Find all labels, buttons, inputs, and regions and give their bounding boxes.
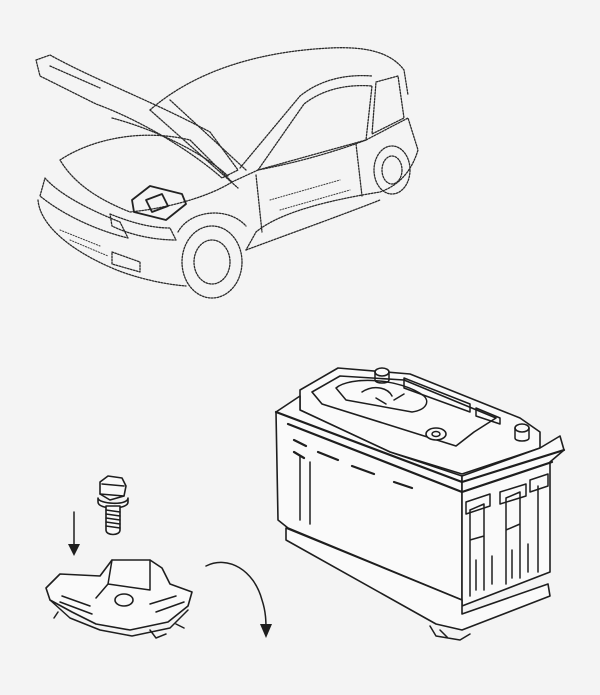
car-front-grille — [39, 177, 129, 239]
car-side-window — [257, 84, 373, 171]
battery-terminal-positive — [374, 367, 390, 377]
car-fog-light — [111, 251, 141, 273]
battery-handle-slot — [299, 455, 311, 525]
clamp-swing-arrow — [205, 561, 272, 638]
car-body-side — [231, 117, 419, 251]
bolt-removal-arrow — [68, 511, 80, 556]
battery-base — [285, 527, 551, 631]
battery-indicator-eye — [431, 430, 441, 438]
car-door — [255, 143, 363, 233]
battery-charge-indicator — [425, 427, 447, 441]
swing-arrow-shaft — [205, 561, 267, 631]
car-bonnet-open — [35, 54, 239, 179]
clamp-bolt-hole — [114, 593, 134, 607]
battery — [274, 367, 566, 641]
car-shading — [59, 179, 351, 257]
car-rear-wheel — [373, 145, 411, 195]
car-rear-window — [371, 75, 405, 135]
car-front-hub — [193, 239, 231, 285]
clamp-bolt — [97, 475, 129, 536]
car-front-wheel — [181, 225, 243, 299]
car-sill — [245, 199, 381, 251]
battery-terminal-positive-post — [374, 371, 390, 384]
battery-rib-caps — [465, 473, 549, 515]
car-front-arch — [177, 212, 247, 233]
battery-base-ledge — [429, 625, 471, 641]
battery-side-dashes — [292, 438, 414, 490]
car-front-bumper — [37, 199, 187, 287]
battery-terminal-negative — [514, 423, 530, 433]
car-bonnet-inner — [49, 65, 229, 177]
car-roof — [149, 47, 409, 111]
clamp-tabs — [53, 611, 185, 639]
car-rear-hub — [381, 155, 403, 185]
clamp-lower-edge — [49, 599, 189, 637]
battery-vent-strip — [403, 377, 501, 425]
car-battery-location — [131, 185, 187, 221]
car-headlight — [109, 213, 177, 241]
car-illustration — [35, 47, 419, 299]
battery-terminal-negative-post — [514, 427, 530, 442]
bolt-arrow-head — [68, 544, 80, 556]
swing-arrow-head — [260, 624, 272, 638]
clamp-ribs — [59, 595, 185, 615]
hold-down-clamp — [45, 559, 193, 639]
car-engine-bay — [59, 134, 233, 213]
bolt-head-facets — [99, 483, 125, 497]
car-a-pillar — [239, 74, 373, 169]
battery-ribs — [469, 485, 539, 597]
battery-logo-swoosh — [361, 386, 405, 405]
battery-rim — [274, 410, 566, 494]
bolt-thread — [105, 509, 121, 529]
car-windshield — [149, 99, 247, 189]
clamp-upper-flange — [95, 559, 151, 599]
